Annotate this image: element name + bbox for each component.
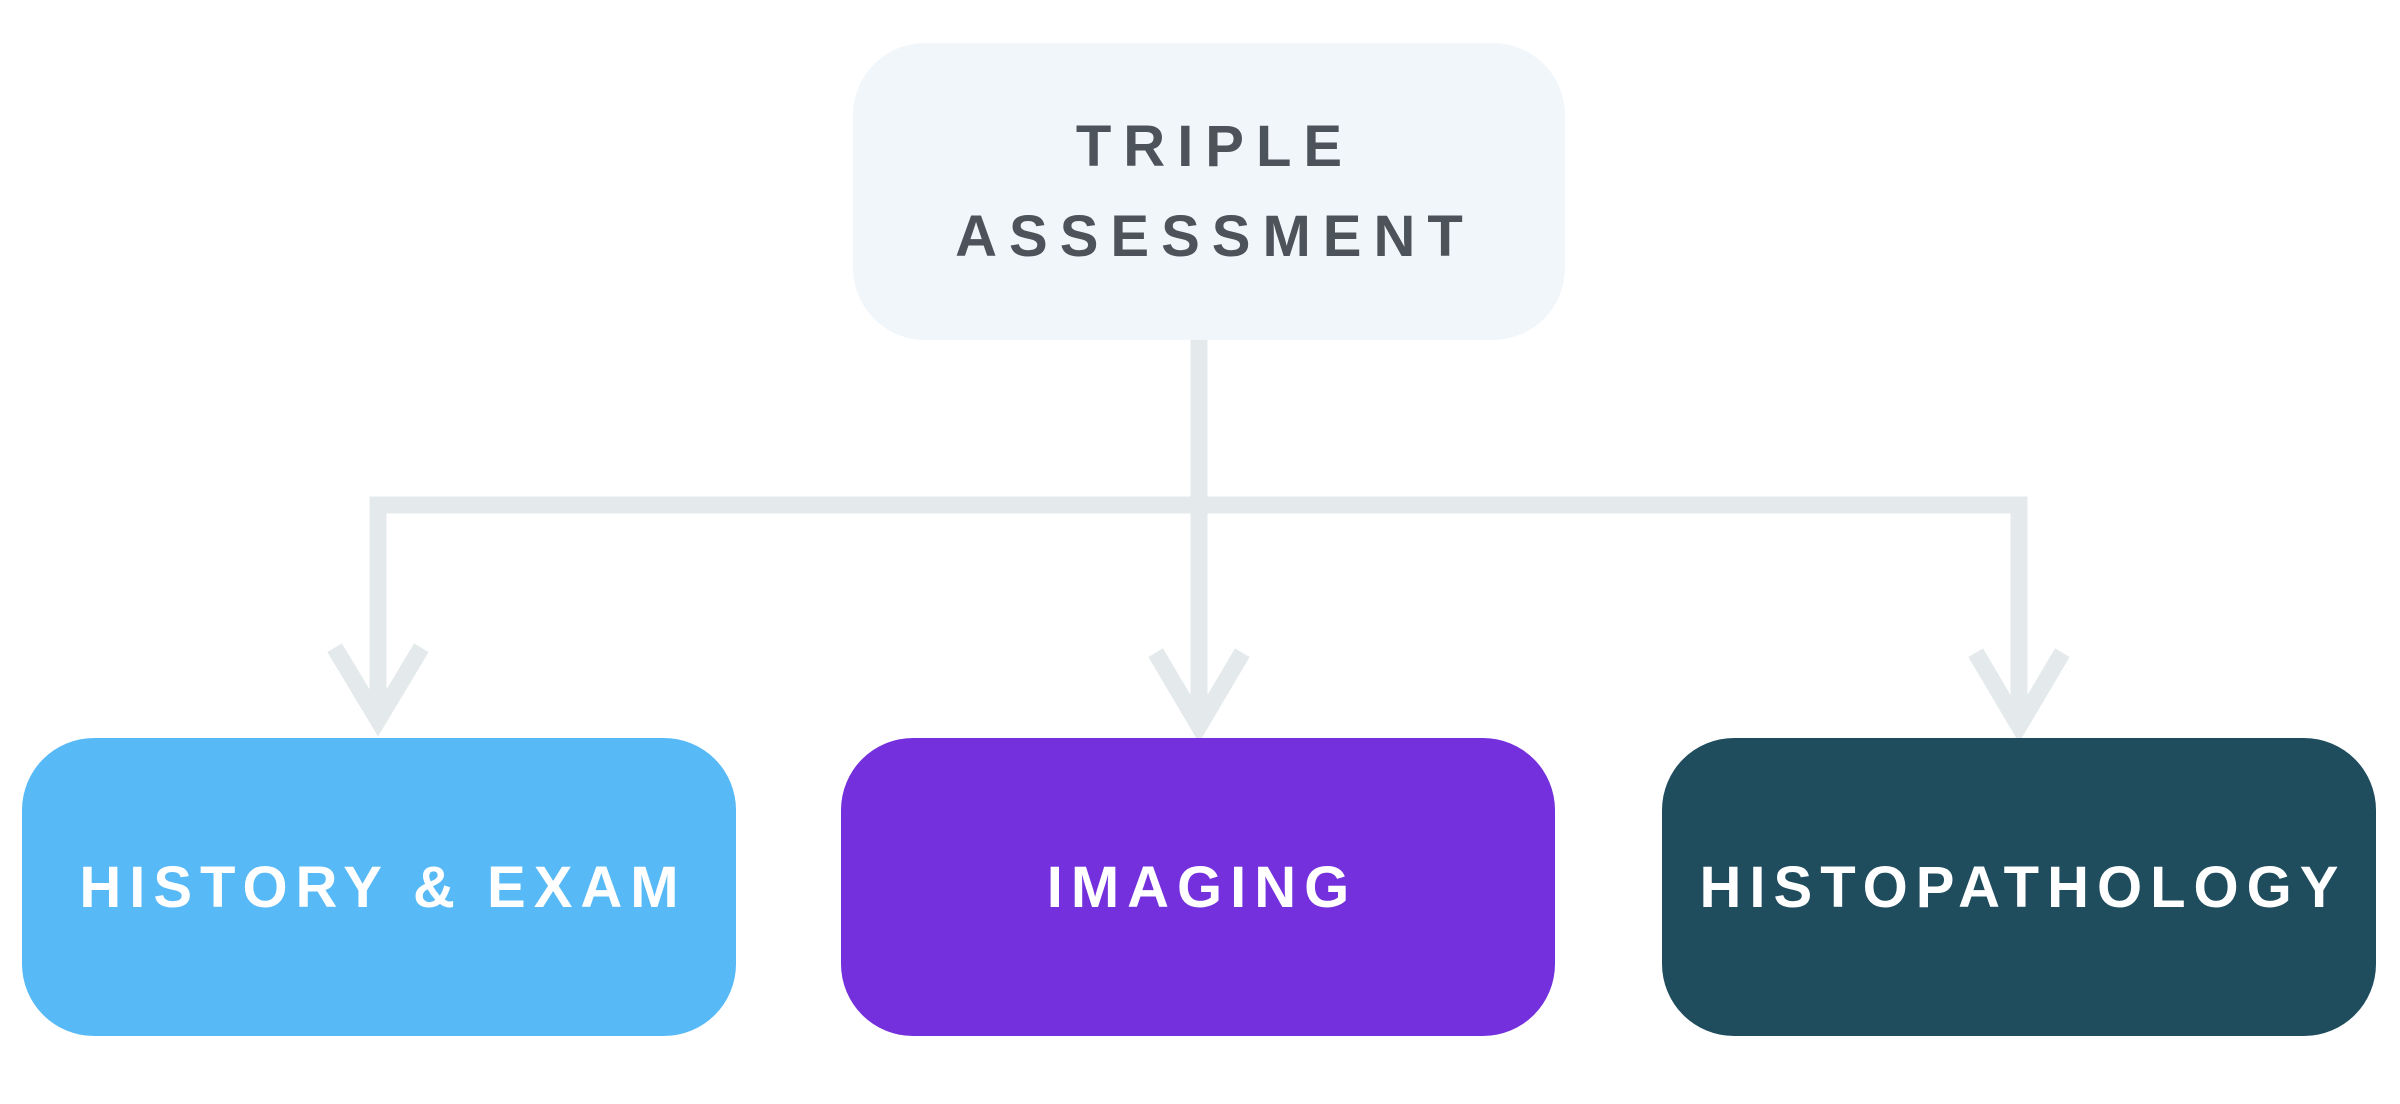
root-node-triple-assessment: TRIPLE ASSESSMENT [853,43,1565,340]
root-label-line-2: ASSESSMENT [955,203,1475,269]
arrowhead-right-icon [1968,648,2070,743]
child-node-histopathology: HISTOPATHOLOGY [1662,738,2376,1036]
child-node-label: HISTOPATHOLOGY [1699,854,2347,920]
child-node-history-exam: HISTORY & EXAM [22,738,736,1036]
root-node-label: TRIPLE ASSESSMENT [955,102,1475,282]
child-node-label: HISTORY & EXAM [79,854,687,920]
child-node-imaging: IMAGING [841,738,1555,1036]
arrowhead-left-icon [327,643,429,737]
child-node-label: IMAGING [1046,854,1358,920]
root-label-line-1: TRIPLE [1075,113,1355,179]
arrowhead-middle-icon [1148,648,1250,743]
